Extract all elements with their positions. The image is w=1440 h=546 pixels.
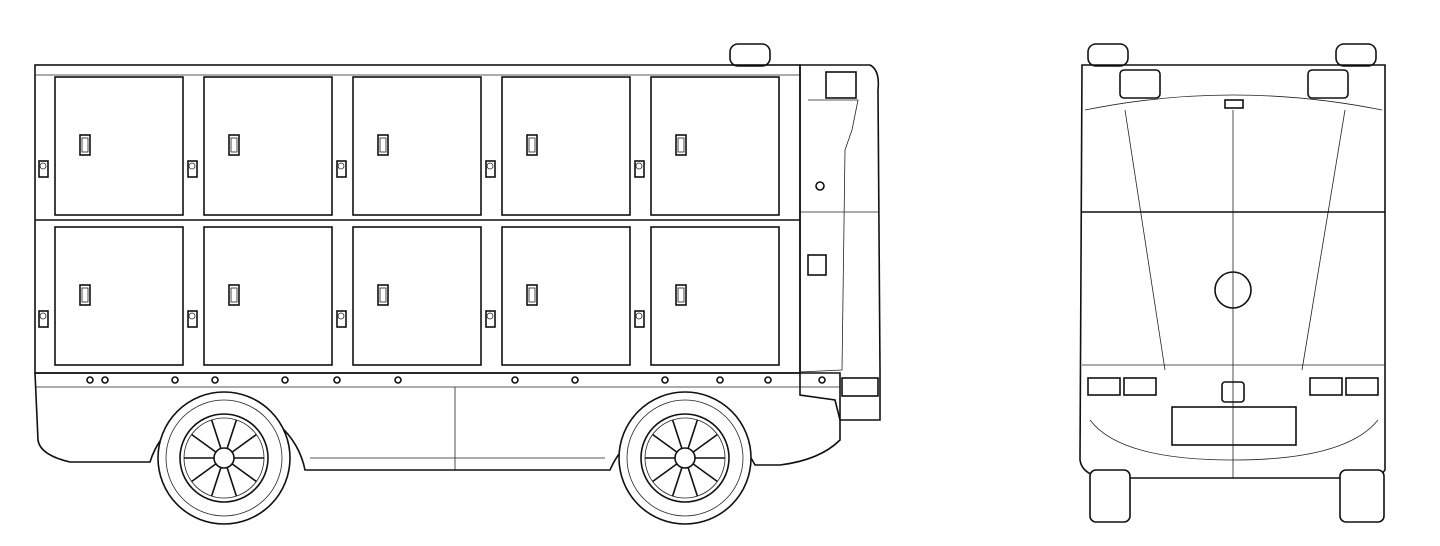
- locker-door: [352, 226, 482, 366]
- locker-handle: [228, 134, 240, 156]
- locker-handle: [79, 134, 91, 156]
- locker-hinge: [634, 310, 645, 328]
- wheel-spoke: [226, 467, 238, 497]
- rear-hook: [1221, 381, 1245, 403]
- locker-door: [650, 226, 780, 366]
- locker-hinge: [336, 310, 347, 328]
- rear-light-left: [1119, 69, 1161, 99]
- chassis-bolt: [394, 376, 402, 384]
- locker-door: [203, 76, 333, 216]
- wheel-spoke: [687, 419, 699, 449]
- license-plate: [1171, 406, 1297, 446]
- rear-sensor: [1224, 99, 1244, 109]
- chassis-bolt: [661, 376, 669, 384]
- tail-lamp: [1123, 377, 1157, 396]
- locker-hinge: [187, 310, 198, 328]
- chassis-bolt: [171, 376, 179, 384]
- roof-sensor: [729, 43, 771, 67]
- chassis-bolt: [101, 376, 109, 384]
- wheel-spoke: [671, 419, 683, 449]
- chassis: [34, 372, 841, 471]
- chassis-bolt: [86, 376, 94, 384]
- locker-handle: [228, 284, 240, 306]
- locker-handle: [675, 134, 687, 156]
- wheel-spoke: [692, 463, 718, 483]
- chassis-bolt: [281, 376, 289, 384]
- front-light: [825, 71, 857, 99]
- locker-door: [501, 226, 631, 366]
- locker-handle: [526, 134, 538, 156]
- tail-lamp: [1087, 377, 1121, 396]
- tail-lamp: [1309, 377, 1343, 396]
- rear-view: [1079, 43, 1386, 523]
- rear-port: [1214, 271, 1252, 309]
- wheel-spoke: [652, 433, 678, 453]
- rear-light-right: [1307, 69, 1349, 99]
- chassis-bolt: [511, 376, 519, 384]
- locker-hinge: [38, 160, 49, 178]
- wheel-rim: [640, 413, 730, 503]
- locker-door: [203, 226, 333, 366]
- locker-hinge: [634, 160, 645, 178]
- locker-door: [352, 76, 482, 216]
- wheel-rim: [179, 413, 269, 503]
- chassis-bolt: [211, 376, 219, 384]
- wheel-spoke: [210, 467, 222, 497]
- locker-handle: [526, 284, 538, 306]
- locker-handle: [377, 284, 389, 306]
- wheel-spoke: [692, 433, 718, 453]
- wheel-spoke: [191, 463, 217, 483]
- side-latch: [807, 254, 827, 276]
- chassis-bolt: [333, 376, 341, 384]
- chassis-bolt: [764, 376, 772, 384]
- wheel-spoke: [652, 463, 678, 483]
- locker-hinge: [485, 160, 496, 178]
- wheel-hub: [213, 447, 235, 469]
- locker-door: [54, 226, 184, 366]
- chassis-bolt: [818, 376, 826, 384]
- locker-handle: [79, 284, 91, 306]
- chassis-bolt: [571, 376, 579, 384]
- locker-handle: [377, 134, 389, 156]
- wheel-spoke: [231, 433, 257, 453]
- locker-hinge: [187, 160, 198, 178]
- locker-door: [54, 76, 184, 216]
- wheel-spoke: [210, 419, 222, 449]
- front-cab: [799, 64, 881, 421]
- locker-hinge: [485, 310, 496, 328]
- locker-hinge: [38, 310, 49, 328]
- wheel-hub: [674, 447, 696, 469]
- locker-door: [501, 76, 631, 216]
- locker-hinge: [336, 160, 347, 178]
- locker-handle: [675, 284, 687, 306]
- rear-wheel-left: [1089, 469, 1131, 523]
- wheel-spoke: [231, 463, 257, 483]
- locker-frame: [34, 64, 801, 374]
- wheel-spoke: [687, 467, 699, 497]
- locker-grid: [38, 76, 780, 366]
- side-view: [34, 43, 881, 525]
- front-lamp: [841, 377, 879, 397]
- roof-sensor-left: [1087, 43, 1129, 67]
- tail-lamp: [1345, 377, 1379, 396]
- wheel-spoke: [191, 433, 217, 453]
- wheel-spoke: [226, 419, 238, 449]
- locker-door: [650, 76, 780, 216]
- rear-wheel-right: [1339, 469, 1385, 523]
- roof-sensor-right: [1335, 43, 1377, 67]
- wheel-spoke: [671, 467, 683, 497]
- chassis-bolt: [716, 376, 724, 384]
